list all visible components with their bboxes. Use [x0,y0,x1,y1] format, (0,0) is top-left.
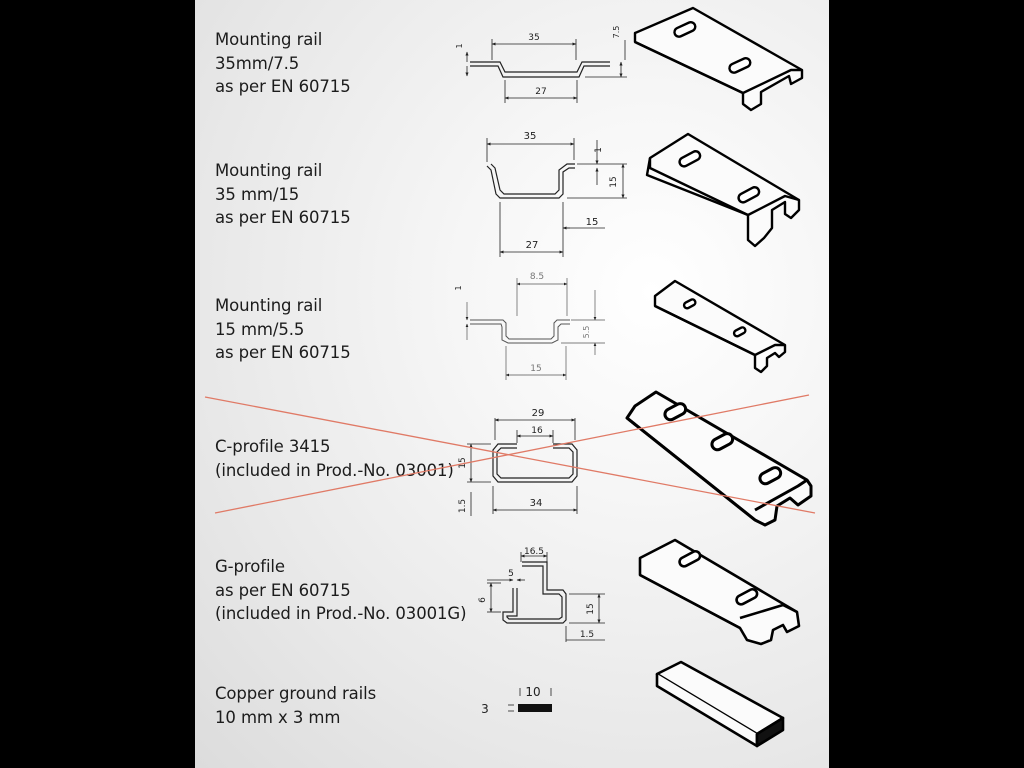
catalog-sheet: Mounting rail 35mm/7.5 as per EN 60715 M… [195,0,829,768]
dim-thickness: 1 [455,43,464,48]
dim-width-top: 35 [528,33,539,43]
dim-thickness: 1 [454,285,463,290]
drawings-layer: 35 27 1 7.5 [204,6,816,748]
label-mounting-rail-35-15: Mounting rail 35 mm/15 as per EN 60715 [215,159,351,230]
dim-flange: 15 [586,217,599,228]
dim-lip: 6 [478,597,488,603]
label-line: as per EN 60715 [215,77,351,96]
label-line: 15 mm/5.5 [215,319,305,339]
section-copper-rail [508,688,552,712]
dim-width-bottom: 27 [526,240,539,251]
rail-3d-35-15 [645,132,801,248]
label-line: Mounting rail [215,296,323,315]
label-line: 35 mm/15 [215,184,300,204]
label-c-profile: C-profile 3415 (included in Prod.-No. 03… [215,435,454,482]
label-copper-ground-rails: Copper ground rails 10 mm x 3 mm [215,682,376,729]
label-line: 10 mm x 3 mm [215,707,341,727]
label-line: C-profile 3415 [215,437,331,456]
section-35-15 [486,138,627,257]
label-line: Mounting rail [215,161,323,180]
label-line: (included in Prod.-No. 03001) [215,460,454,480]
dim-thickness: 3 [481,702,489,716]
section-c-profile [467,418,578,516]
label-mounting-rail-35-7-5: Mounting rail 35mm/7.5 as per EN 60715 [215,28,351,99]
label-line: as per EN 60715 [215,343,351,362]
label-g-profile: G-profile as per EN 60715 (included in P… [215,555,467,626]
section-15-5-5 [465,278,605,380]
cross-out-mark [204,394,816,514]
rail-3d-35-7-5 [633,6,804,112]
dim-width-top: 8.5 [530,272,544,282]
label-line: 35mm/7.5 [215,53,300,73]
rail-3d-c-profile [625,390,813,527]
label-line: Mounting rail [215,30,323,49]
copper-bar-3d [655,660,785,748]
dim-height: 15 [586,603,596,614]
label-line: Copper ground rails [215,684,377,703]
label-line: (included in Prod.-No. 03001G) [215,604,467,623]
dim-width-bottom: 15 [530,364,541,374]
dim-height: 7.5 [612,26,621,39]
label-line: as per EN 60715 [215,208,351,227]
dim-width: 10 [525,685,540,699]
section-35-7-5 [465,39,627,103]
dim-width-top: 16.5 [524,547,544,557]
dim-thickness: 1.5 [580,630,594,640]
dim-height: 15 [609,176,619,187]
label-line: as per EN 60715 [215,580,351,600]
label-mounting-rail-15-5-5: Mounting rail 15 mm/5.5 as per EN 60715 [215,294,351,365]
dim-height: 15 [458,457,468,468]
section-g-profile [487,552,605,642]
dim-height: 5.5 [582,326,591,339]
dim-thickness: 1 [594,147,604,153]
label-line: G-profile [215,557,285,576]
dim-width-top: 35 [524,131,537,142]
rail-3d-15-5-5 [653,279,787,374]
dim-width-outer: 29 [532,408,545,419]
dim-width-bottom: 34 [530,498,543,509]
dim-width-bottom: 27 [535,87,546,97]
dim-lip: 1.5 [458,499,468,513]
rail-3d-g-profile [638,538,801,646]
dim-step: 5 [508,569,514,579]
dim-opening: 16 [531,426,543,436]
